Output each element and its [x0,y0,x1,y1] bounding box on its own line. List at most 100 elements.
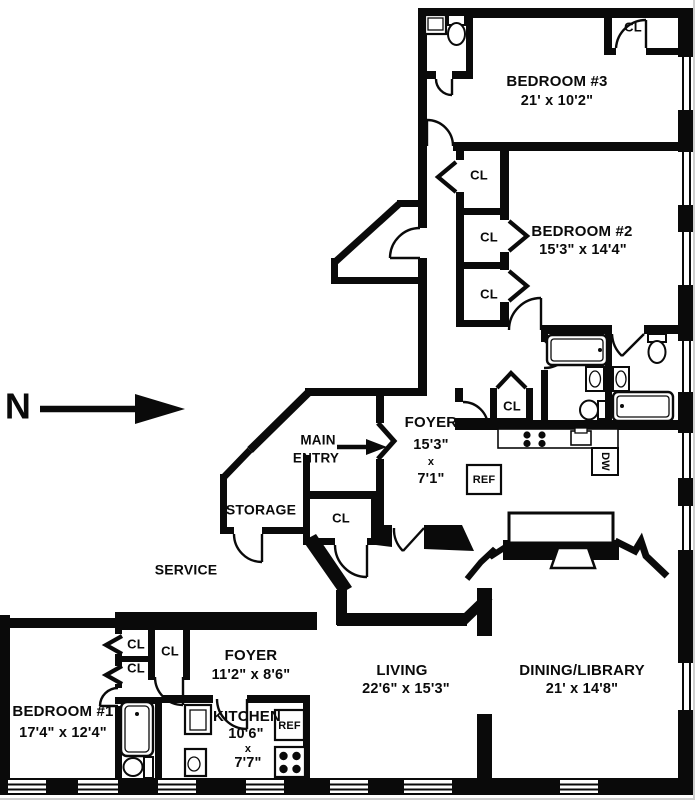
door-closet-bed1-a [101,634,124,656]
door-closet-corridor [434,160,458,194]
door-vestibule [388,226,421,260]
door-closet-hallway [495,369,528,390]
kitchen-dim-w: 10'6" [228,726,264,742]
sink-icon [570,427,592,446]
window-icon [78,780,118,793]
door-kitchen-lower [215,698,249,731]
toilet-icon [447,14,466,46]
closet-label: CL [503,398,521,413]
closet-label: CL [480,286,498,301]
sink-icon [423,13,448,36]
window-icon [404,780,452,793]
sink-icon [183,703,213,736]
bedroom3-dims: 21' x 10'2" [521,93,593,109]
door-bedroom3 [425,118,455,147]
closet-label: CL [480,229,498,244]
window-icon [677,232,693,285]
door-closet-bed2-b [507,269,531,303]
foyer-lower-dims: 11'2" x 8'6" [212,667,291,683]
sink-icon [183,747,208,778]
fridge-label: REF [278,720,301,732]
door-bath-right [610,333,645,357]
toilet-icon [122,756,154,779]
sink-icon [585,366,605,392]
foyer-main-name: FOYER [405,414,458,431]
window-icon [560,780,598,793]
foyer-main-dim-h: 7'1" [417,471,444,487]
toilet-icon [647,333,667,364]
door-closet-bed3 [614,18,648,49]
main-entry-line1: MAIN [300,433,335,448]
diagonal-walls [221,201,670,625]
fridge-icon [465,463,503,496]
north-arrow: N [5,386,185,427]
door-bedroom2 [507,296,543,331]
door-swings [98,18,648,731]
window-icon [246,780,284,793]
closet-label: CL [332,510,350,525]
bathtub-icon [545,333,609,367]
main-entry-arrow-icon [337,439,387,455]
dishwasher-label: DW [599,452,611,471]
service-label: SERVICE [155,562,218,578]
dishwasher-icon [591,447,619,476]
door-foyer-living [392,527,425,552]
closet-label: CL [624,19,642,34]
stove-icon [273,745,307,779]
windows-right-wall [677,57,693,710]
fixtures [119,13,675,779]
foyer-lower-name: FOYER [225,647,278,664]
toilet-icon [579,399,607,421]
closet-label: CL [470,167,488,182]
stove-icon [523,431,546,448]
window-icon [158,780,196,793]
windows-bottom-wall [8,780,598,793]
bedroom3-name: BEDROOM #3 [506,73,607,90]
bathtub-icon [611,390,675,423]
window-icon [677,506,693,550]
kitchen-counter [497,428,619,449]
closet-label: CL [161,643,179,658]
window-icon [677,663,693,710]
door-storage [232,533,264,564]
dining-dims: 21' x 14'8" [546,681,618,697]
bedroom2-dims: 15'3" x 14'4" [539,242,627,258]
door-foyer-kitchen [462,400,490,429]
living-name: LIVING [376,662,427,679]
window-icon [677,341,693,392]
kitchen-dim-h: 7'7" [234,755,261,771]
closet-label: CL [127,636,145,651]
bedroom2-name: BEDROOM #2 [531,223,632,240]
fridge-label: REF [473,474,496,486]
door-closet-hall [333,544,369,579]
fridge-icon [273,708,306,742]
bathtub-icon [119,700,155,758]
foyer-main-dim-sep: x [428,456,435,468]
dining-name: DINING/LIBRARY [519,662,645,679]
bedroom1-name: BEDROOM #1 [12,703,113,720]
door-bath3 [434,78,454,97]
window-icon [330,780,368,793]
room-labels: BEDROOM #3 21' x 10'2" CL BEDROOM #2 15'… [12,19,644,770]
door-closet-bed1-b [101,664,124,686]
window-icon [677,57,693,110]
foyer-main-dim-w: 15'3" [413,437,449,453]
bedroom1-dims: 17'4" x 12'4" [19,725,107,741]
kitchen-name: KITCHEN [213,708,281,725]
closet-label: CL [127,660,145,675]
north-label: N [5,386,31,427]
window-icon [677,433,693,478]
door-closet-bed2-a [507,219,531,253]
living-dims: 22'6" x 15'3" [362,681,450,697]
storage-label: STORAGE [226,502,296,518]
door-closet-foyer-lower [153,676,185,707]
door-bedroom1 [98,686,119,708]
folding-doors [101,160,531,686]
sink-icon [612,366,630,392]
window-icon [8,780,46,793]
fireplace-icon [507,511,615,570]
kitchen-dim-sep: x [245,743,252,755]
main-entry-door-notch [376,421,398,461]
